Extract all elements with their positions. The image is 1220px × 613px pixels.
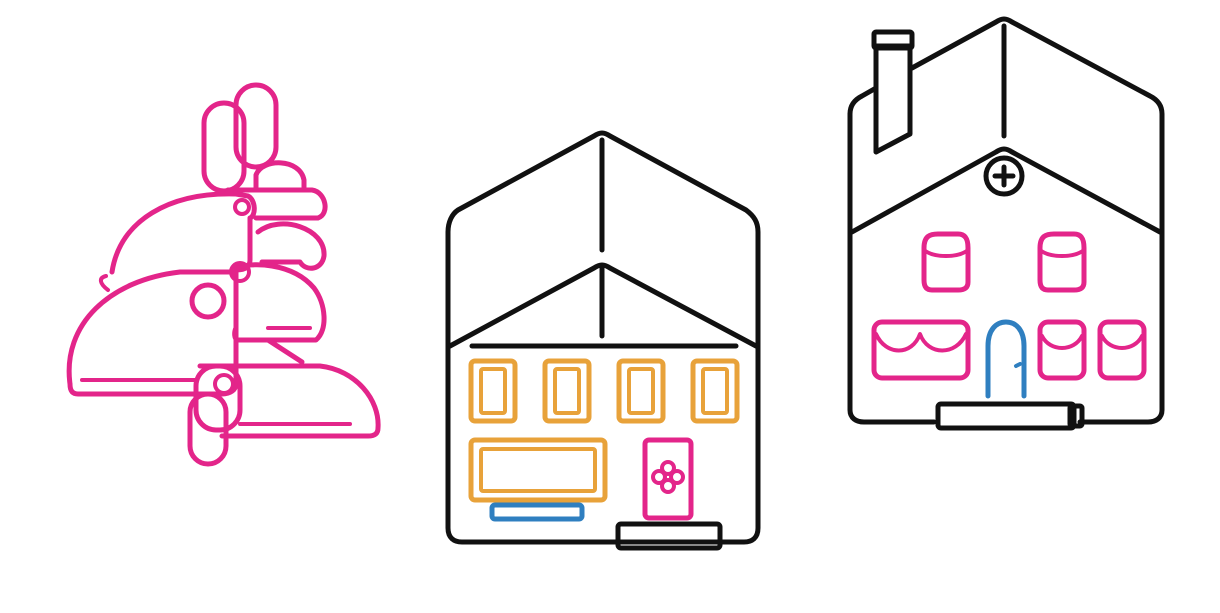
curtain: [922, 248, 970, 258]
curtain: [874, 332, 968, 353]
inner-roof: [447, 262, 759, 349]
door-step: [935, 401, 1077, 431]
window: [690, 358, 740, 424]
window: [468, 358, 518, 424]
door-step-end: [1067, 403, 1085, 429]
window: [1097, 319, 1147, 381]
plus-circle-icon: [983, 155, 1025, 197]
window: [871, 319, 971, 381]
window: [542, 358, 592, 424]
house: [847, 16, 1165, 431]
window: [1037, 231, 1087, 293]
house-outline: [445, 130, 761, 545]
circle-shape: [189, 282, 227, 320]
bump-shape: [253, 160, 307, 193]
shop-window: [468, 437, 608, 503]
door-handle: [1014, 362, 1022, 368]
window-pane: [627, 367, 655, 415]
window-pane: [479, 367, 507, 415]
upper-windows: [468, 358, 740, 424]
pill-shape: [201, 100, 247, 194]
flower-icon: [651, 460, 685, 494]
line-shape: [99, 274, 110, 292]
house-outline: [909, 16, 1165, 425]
house: [445, 130, 761, 551]
window-pane: [701, 367, 729, 415]
inner-roof: [849, 146, 1163, 235]
pill-shape: [233, 82, 279, 170]
curtain: [1040, 334, 1084, 350]
window: [1037, 319, 1087, 381]
window: [616, 358, 666, 424]
bump-shape: [255, 221, 327, 271]
chimney: [873, 43, 913, 155]
dome-shape: [109, 191, 257, 275]
house-outline: [847, 85, 879, 117]
door: [642, 437, 694, 521]
chimney-cap: [871, 29, 915, 51]
bump-shape: [225, 187, 328, 221]
house-outline: [847, 111, 937, 425]
door-step: [615, 521, 723, 551]
stacked-shapes: [66, 82, 381, 467]
planter-box: [489, 502, 585, 522]
line-shape: [265, 337, 305, 365]
knob-shape: [233, 198, 251, 216]
window-pane: [553, 367, 581, 415]
dome-shape: [66, 269, 239, 397]
knob-shape: [213, 373, 235, 395]
door: [985, 319, 1027, 399]
shop-window-pane: [479, 447, 597, 493]
curtain: [1100, 334, 1144, 350]
curtain: [1038, 248, 1086, 258]
window: [921, 231, 971, 293]
dome-shape: [197, 363, 381, 439]
stem-shape: [187, 391, 229, 467]
